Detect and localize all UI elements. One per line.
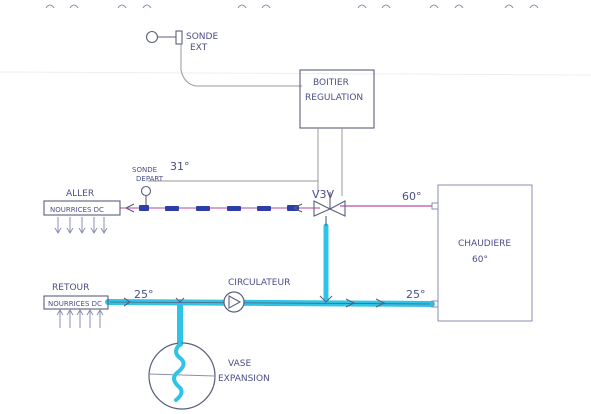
sonde-ext-label: SONDE EXT <box>186 32 221 53</box>
aller-manifold <box>43 200 121 216</box>
temp-depart-label: 31° <box>170 160 190 173</box>
circulateur-symbol <box>223 291 245 313</box>
retour-manifold <box>43 295 109 310</box>
circulateur-label: CIRCULATEUR <box>228 278 290 288</box>
v3v-symbol <box>313 192 346 217</box>
sensor-wire <box>180 44 302 87</box>
boitier-box <box>299 69 375 129</box>
return-inlet <box>431 300 439 308</box>
v3v-label: V3V <box>312 188 335 201</box>
retour-label: RETOUR <box>52 283 89 293</box>
chaudiere-label: CHAUDIERE 60° <box>458 239 514 265</box>
return-pipe-line <box>109 301 431 305</box>
aller-outlets <box>54 217 108 234</box>
aller-label: ALLER <box>66 189 94 199</box>
chaudiere-box <box>437 184 533 322</box>
sonde-depart-label: SONDE DEPART <box>132 166 164 183</box>
tee-icon <box>175 297 185 303</box>
ruled-line <box>0 71 591 76</box>
retour-inlets <box>56 309 104 328</box>
return-arrow-icon-2 <box>375 298 386 308</box>
retour-manifold-label: NOURRICES DC <box>48 300 102 308</box>
vase-expansion-symbol <box>148 342 216 410</box>
notebook-holes <box>45 4 539 9</box>
bypass-arrow-icon <box>319 295 333 303</box>
supply-pipe-dashes <box>139 205 299 211</box>
sonde-depart-symbol <box>140 185 152 206</box>
supply-arrow-icon <box>293 203 303 213</box>
vase-label: VASE EXPANSION <box>218 359 270 384</box>
sonde-ext-symbol <box>145 30 183 45</box>
temp-retour-label: 25° <box>134 288 154 301</box>
aller-manifold-label: NOURRICES DC <box>50 206 104 214</box>
retour-arrow-icon <box>123 297 131 307</box>
temp-chaudiere-out-label: 60° <box>402 190 422 203</box>
boitier-label: BOITIER REGULATION <box>305 78 363 103</box>
temp-chaudiere-in-label: 25° <box>406 288 426 301</box>
supply-outlet <box>431 202 439 210</box>
aller-arrow-icon <box>125 203 135 213</box>
return-arrow-icon-1 <box>345 298 356 308</box>
